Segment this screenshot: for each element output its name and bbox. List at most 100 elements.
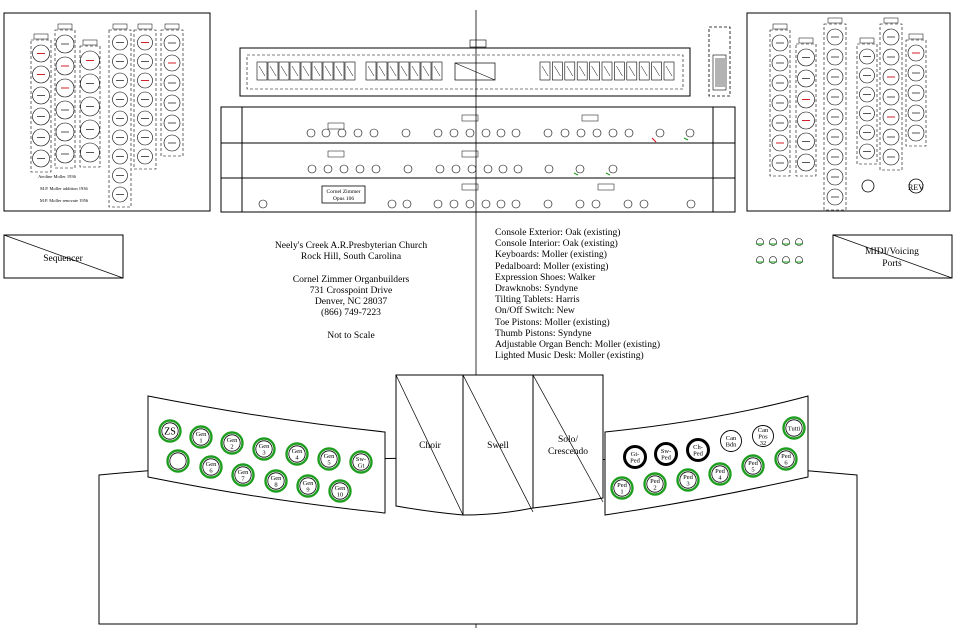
thumb-piston[interactable] bbox=[624, 128, 634, 138]
svg-text:Sw-: Sw- bbox=[356, 456, 366, 463]
toe-piston[interactable]: Sw-Gt bbox=[349, 450, 373, 474]
svg-text:1: 1 bbox=[620, 489, 623, 496]
thumb-piston[interactable] bbox=[307, 164, 317, 174]
thumb-piston[interactable] bbox=[323, 164, 333, 174]
thumb-piston[interactable] bbox=[498, 164, 508, 174]
thumb-piston[interactable] bbox=[543, 199, 553, 209]
thumb-piston[interactable] bbox=[387, 199, 397, 209]
thumb-piston[interactable] bbox=[465, 199, 475, 209]
rev-knob[interactable] bbox=[908, 178, 924, 194]
thumb-piston[interactable] bbox=[481, 199, 491, 209]
thumb-piston[interactable] bbox=[481, 128, 491, 138]
thumb-piston[interactable] bbox=[685, 128, 695, 138]
thumb-piston[interactable] bbox=[258, 199, 268, 209]
thumb-piston[interactable] bbox=[623, 199, 633, 209]
thumb-piston[interactable] bbox=[433, 128, 443, 138]
thumb-piston[interactable] bbox=[337, 128, 347, 138]
toe-piston[interactable]: Tutti bbox=[782, 416, 806, 440]
thumb-piston[interactable] bbox=[591, 199, 601, 209]
thumb-piston[interactable] bbox=[576, 128, 586, 138]
thumb-piston[interactable] bbox=[401, 128, 411, 138]
thumb-piston[interactable] bbox=[592, 128, 602, 138]
builder-name: Cornel Zimmer Organbuilders bbox=[292, 273, 410, 285]
thumb-piston[interactable] bbox=[608, 128, 618, 138]
thumb-piston[interactable] bbox=[543, 128, 553, 138]
svg-text:Gt-: Gt- bbox=[631, 451, 640, 458]
svg-text:Ped: Ped bbox=[630, 458, 641, 465]
thumb-piston[interactable] bbox=[511, 128, 521, 138]
toe-piston[interactable]: Sw-Ped bbox=[654, 442, 678, 466]
right-toe-piston-panel: Gt-PedSw-PedCh-PedCanBdnCanPos32TuttiPed… bbox=[604, 395, 809, 516]
thumb-piston[interactable] bbox=[449, 128, 459, 138]
svg-text:4: 4 bbox=[718, 475, 722, 482]
right-jamb-knob[interactable] bbox=[861, 179, 875, 193]
solo-label: Solo/ bbox=[558, 435, 578, 445]
thumb-piston[interactable] bbox=[575, 199, 585, 209]
thumb-piston[interactable] bbox=[483, 164, 493, 174]
thumb-piston[interactable] bbox=[306, 128, 316, 138]
svg-text:5: 5 bbox=[751, 467, 754, 474]
thumb-piston[interactable] bbox=[433, 199, 443, 209]
thumb-piston[interactable] bbox=[544, 164, 554, 174]
thumb-piston[interactable] bbox=[449, 199, 459, 209]
svg-text:Ped: Ped bbox=[650, 478, 661, 485]
thumb-piston[interactable] bbox=[513, 164, 523, 174]
thumb-piston[interactable] bbox=[355, 164, 365, 174]
thumb-piston[interactable] bbox=[435, 164, 445, 174]
thumb-piston[interactable] bbox=[575, 164, 585, 174]
thumb-piston[interactable] bbox=[369, 128, 379, 138]
thumb-piston[interactable] bbox=[353, 128, 363, 138]
thumb-piston[interactable] bbox=[655, 128, 665, 138]
thumb-piston[interactable] bbox=[608, 164, 618, 174]
svg-text:1: 1 bbox=[199, 438, 202, 445]
thumb-piston[interactable] bbox=[402, 199, 412, 209]
toe-piston[interactable]: ZS bbox=[158, 419, 182, 443]
svg-text:Ch-: Ch- bbox=[693, 444, 703, 451]
thumb-piston[interactable] bbox=[639, 199, 649, 209]
solo-crescendo-shoe[interactable] bbox=[532, 374, 604, 509]
thumb-piston[interactable] bbox=[560, 128, 570, 138]
svg-text:6: 6 bbox=[784, 460, 788, 467]
builder-city: Denver, NC 28037 bbox=[314, 296, 388, 307]
svg-text:Can: Can bbox=[758, 427, 769, 434]
thumb-piston[interactable] bbox=[403, 164, 413, 174]
thumb-piston[interactable] bbox=[321, 128, 331, 138]
toe-piston[interactable] bbox=[166, 449, 190, 473]
thumb-piston[interactable] bbox=[371, 164, 381, 174]
svg-text:Gt: Gt bbox=[358, 463, 365, 470]
thumb-piston[interactable] bbox=[451, 164, 461, 174]
thumb-piston[interactable] bbox=[467, 164, 477, 174]
toe-piston[interactable]: Gt-Ped bbox=[623, 445, 647, 469]
svg-text:Gen: Gen bbox=[271, 475, 283, 482]
svg-text:2: 2 bbox=[230, 444, 233, 451]
midi-voicing-ports-box[interactable]: MIDI/Voicing Ports bbox=[832, 234, 953, 279]
thumb-piston[interactable] bbox=[496, 128, 506, 138]
toe-piston[interactable]: Ch-Ped bbox=[686, 438, 710, 462]
svg-text:Gen: Gen bbox=[335, 485, 347, 492]
thumb-piston[interactable] bbox=[511, 199, 521, 209]
thumb-piston[interactable] bbox=[465, 128, 475, 138]
sequencer-box[interactable]: Sequencer bbox=[3, 234, 124, 279]
thumb-piston[interactable] bbox=[686, 199, 696, 209]
thumb-piston[interactable] bbox=[339, 164, 349, 174]
thumb-piston[interactable] bbox=[496, 199, 506, 209]
